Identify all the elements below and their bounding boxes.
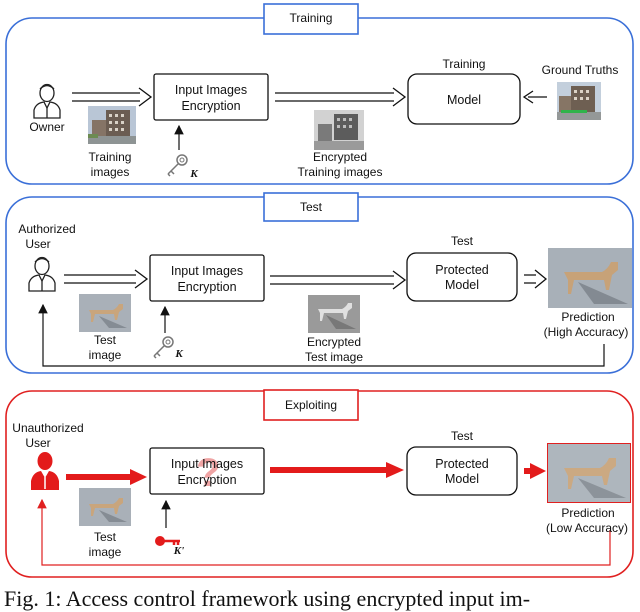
test-prediction-label-line1: Prediction <box>561 310 615 324</box>
exploit-prediction-image <box>547 443 631 503</box>
training-model-title: Training <box>442 57 486 71</box>
exploit-test-image-label-line2: image <box>88 545 122 559</box>
test-tab-label: Test <box>299 200 322 214</box>
test-prediction-image <box>548 248 632 308</box>
encrypted-training-label-line2: Training images <box>297 165 383 179</box>
exploit-encryption-to-model-arrow <box>270 462 404 478</box>
owner-label: Owner <box>29 120 65 134</box>
training-encryption-label-line2: Encryption <box>181 99 241 113</box>
encrypted-test-label-line1: Encrypted <box>306 335 362 349</box>
exploit-test-image-label-line1: Test <box>93 530 116 544</box>
test-feedback-loop <box>38 303 605 367</box>
training-key-label: K <box>190 168 198 180</box>
test-encryption-to-model-arrow <box>270 270 407 290</box>
ground-truth-to-model-arrow <box>522 90 547 104</box>
exploit-key-label: K' <box>173 545 185 557</box>
test-encryption-box <box>149 254 265 302</box>
test-key-label: K <box>175 348 183 360</box>
encrypted-training-image-thumbnail <box>314 110 364 150</box>
ground-truth-image-thumbnail <box>557 82 601 120</box>
test-tab-box <box>263 192 359 222</box>
test-encryption-label-line2: Encryption <box>177 280 237 294</box>
encrypted-test-label-line2: Test image <box>304 350 364 364</box>
test-key-icon <box>153 336 174 359</box>
encrypted-test-image-thumbnail <box>308 295 360 333</box>
training-image-thumbnail <box>88 106 136 144</box>
exploiting-tab-box <box>263 389 359 421</box>
unauthorized-user-label-line1: Unauthorized <box>12 421 84 435</box>
unauthorized-user-person-icon <box>31 452 59 490</box>
exploit-prediction-label-line2: (Low Accuracy) <box>545 521 629 535</box>
exploit-model-title: Test <box>450 429 473 443</box>
exploit-encryption-label-line1: Input Images <box>170 457 244 471</box>
exploit-prediction-label-line1: Prediction <box>561 506 615 520</box>
training-encryption-label-line1: Input Images <box>174 83 248 97</box>
test-prediction-label-line2: (High Accuracy) <box>543 325 629 339</box>
test-model-title: Test <box>450 234 473 248</box>
exploit-model-to-prediction-arrow <box>524 463 546 479</box>
figure-caption: Fig. 1: Access control framework using e… <box>4 586 531 611</box>
test-model-label-line2: Model <box>444 278 480 292</box>
authorized-user-person-icon <box>28 256 56 292</box>
authorized-user-label-line2: User <box>25 237 51 251</box>
test-image-label-line2: image <box>88 348 122 362</box>
training-tab-label: Training <box>289 11 333 25</box>
test-model-to-prediction-arrow <box>524 269 548 289</box>
test-image-label-line1: Test <box>93 333 116 347</box>
training-model-label: Model <box>446 93 482 107</box>
question-mark-icon: ? <box>196 451 220 495</box>
unauthorized-user-label-line2: User <box>25 436 51 450</box>
owner-person-icon <box>33 83 61 119</box>
training-tab-box <box>263 3 359 35</box>
exploit-test-image-thumbnail <box>79 488 131 526</box>
exploiting-tab-label: Exploiting <box>284 398 338 412</box>
user-to-test-encryption-arrow <box>64 269 149 289</box>
exploit-protected-model-box <box>406 446 518 496</box>
training-images-label-line2: images <box>90 165 130 179</box>
test-image-thumbnail <box>79 294 131 332</box>
exploit-encryption-box <box>149 447 265 495</box>
exploit-model-label-line2: Model <box>444 472 480 486</box>
exploit-feedback-loop <box>37 498 611 566</box>
training-model-box <box>407 73 521 125</box>
exploit-encryption-label-line2: Encryption <box>177 473 237 487</box>
training-key-icon <box>167 154 188 177</box>
test-protected-model-box <box>406 252 518 302</box>
owner-to-encryption-arrow <box>72 87 153 107</box>
ground-truths-label: Ground Truths <box>541 63 619 77</box>
exploit-model-label-line1: Protected <box>435 457 489 471</box>
test-model-label-line1: Protected <box>435 263 489 277</box>
authorized-user-label-line1: Authorized <box>18 222 76 236</box>
training-images-label-line1: Training <box>88 150 132 164</box>
encrypted-training-label-line1: Encrypted <box>312 150 368 164</box>
training-encryption-box <box>153 73 269 121</box>
encryption-to-model-arrow <box>275 87 407 107</box>
test-encryption-label-line1: Input Images <box>170 264 244 278</box>
unauthorized-to-encryption-arrow <box>66 469 147 485</box>
exploit-red-key-icon <box>155 536 180 546</box>
